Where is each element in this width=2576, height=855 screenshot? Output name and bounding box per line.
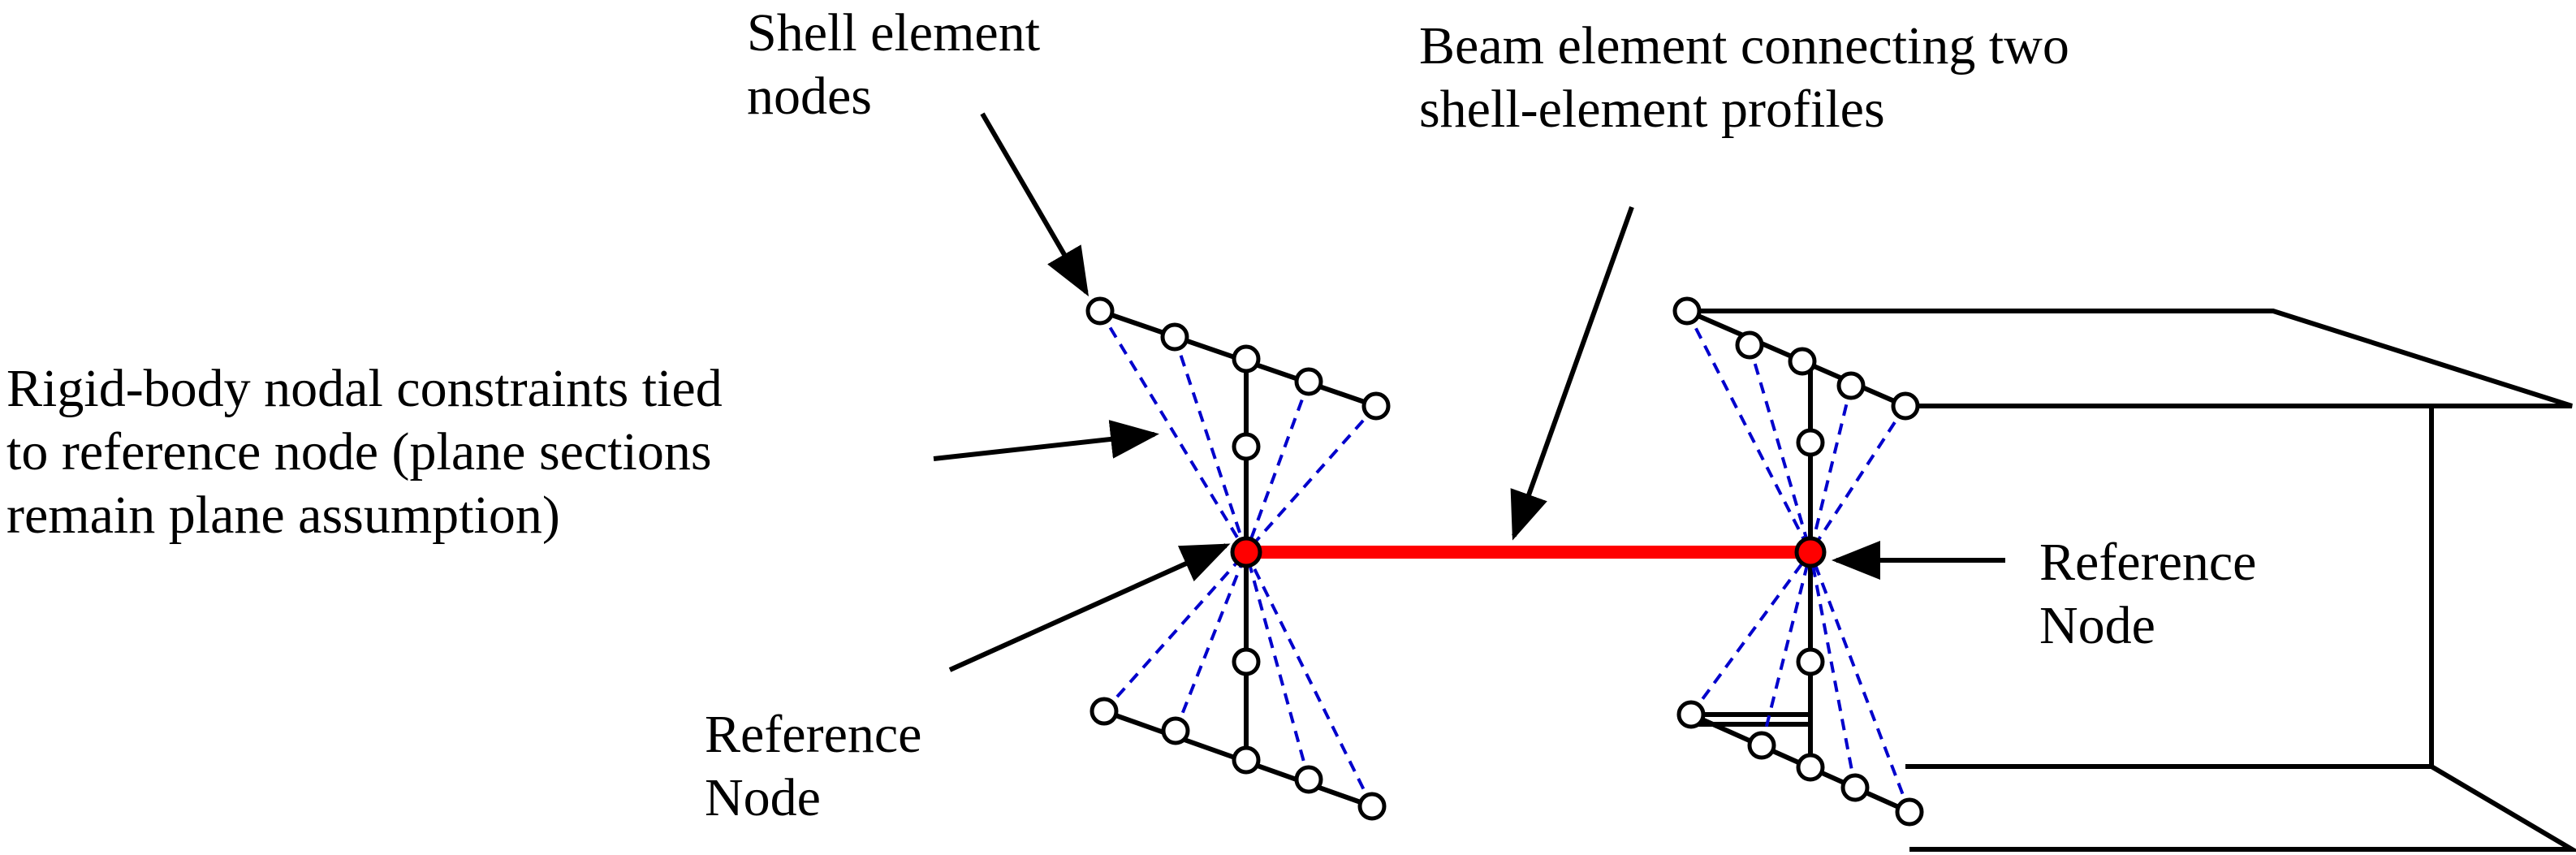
- shell-node: [1090, 697, 1119, 726]
- rigid-body-constraints-label: Rigid-body nodal constraints tied to ref…: [6, 357, 723, 547]
- reference-node-right-label: Reference Node: [2039, 531, 2256, 658]
- arrow-reference-node-left: [948, 543, 1231, 672]
- label-line: Reference: [2039, 533, 2257, 592]
- shell-node: [1085, 296, 1115, 326]
- arrow-beam-element: [1510, 205, 1634, 541]
- arrow-shell-nodes: [980, 112, 1090, 297]
- beam-element-label: Beam element connecting two shell-elemen…: [1419, 15, 2069, 141]
- shell-node: [1895, 797, 1924, 827]
- shell-node: [1161, 716, 1190, 745]
- shell-node: [1676, 700, 1706, 729]
- reference-node-left-label: Reference Node: [705, 703, 921, 830]
- shell-node: [1232, 344, 1261, 374]
- right-shell-nodes: [1672, 296, 1924, 827]
- label-line: nodes: [747, 67, 872, 126]
- shell-node: [1891, 391, 1920, 421]
- label-line: Node: [705, 768, 821, 827]
- shell-node: [1735, 330, 1764, 360]
- shell-node: [1160, 322, 1189, 352]
- i-beam-outline: [1687, 309, 2576, 852]
- left-shell-nodes: [1085, 296, 1391, 821]
- label-line: to reference node (plane sections: [6, 422, 712, 481]
- pointer-arrows: [933, 112, 2005, 672]
- label-line: shell-element profiles: [1419, 80, 1885, 139]
- arrow-rigid-constraints: [933, 420, 1159, 461]
- label-line: remain plane assumption): [6, 486, 560, 545]
- shell-node: [1232, 745, 1261, 775]
- shell-node: [1788, 347, 1817, 376]
- shell-node: [1672, 296, 1702, 326]
- label-line: Reference: [705, 705, 922, 764]
- label-line: Shell element: [747, 3, 1041, 63]
- shell-element-nodes-label: Shell element nodes: [747, 2, 1040, 128]
- shell-node: [1294, 367, 1323, 396]
- shell-node: [1796, 647, 1825, 676]
- label-line: Rigid-body nodal constraints tied: [6, 359, 723, 418]
- shell-node: [1232, 432, 1261, 461]
- right-rigid-constraints: [1685, 310, 1911, 813]
- shell-node: [1796, 428, 1825, 457]
- reference-node-left: [1230, 536, 1262, 568]
- shell-node: [1836, 371, 1866, 400]
- shell-node: [1357, 792, 1387, 821]
- reference-node-right: [1794, 536, 1827, 568]
- label-line: Node: [2039, 596, 2155, 655]
- shell-node: [1361, 391, 1391, 421]
- shell-node: [1232, 647, 1261, 676]
- shell-node: [1796, 753, 1825, 782]
- shell-node: [1840, 773, 1870, 802]
- shell-node: [1747, 731, 1776, 760]
- label-line: Beam element connecting two: [1419, 16, 2069, 76]
- shell-node: [1294, 765, 1323, 794]
